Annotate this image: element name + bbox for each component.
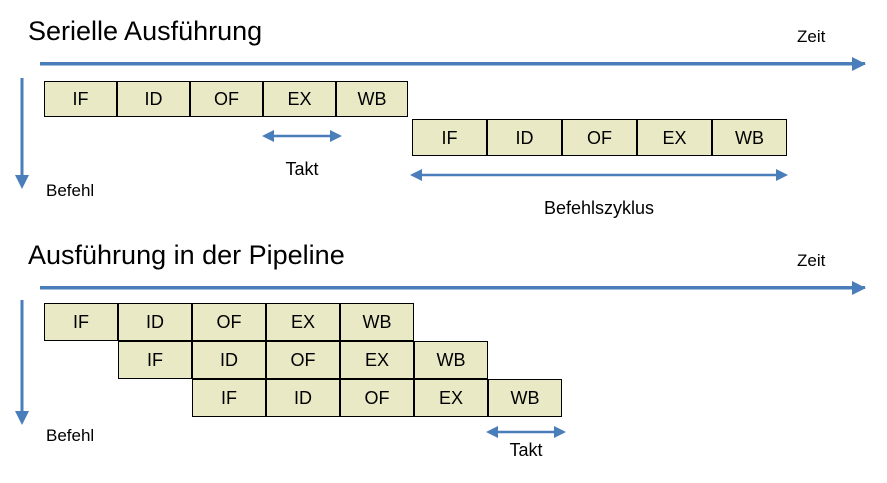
stage-cell: EX <box>414 379 488 417</box>
serial-instruction-axis-label: Befehl <box>46 181 95 200</box>
stage-cell: IF <box>192 379 266 417</box>
stage-cell: IF <box>44 303 118 341</box>
stage-cell: OF <box>562 119 637 156</box>
pipeline-time-axis-label: Zeit <box>797 251 826 270</box>
pipeline-section-title: Ausführung in der Pipeline <box>28 240 345 270</box>
serial-section-title: Serielle Ausführung <box>28 16 263 46</box>
stage-cell: WB <box>488 379 562 417</box>
serial-befehlszyklus-label: Befehlszyklus <box>543 198 655 218</box>
stage-cell: EX <box>340 341 414 379</box>
stage-cell: EX <box>266 303 340 341</box>
stage-cell: OF <box>340 379 414 417</box>
stage-cell: WB <box>712 119 787 156</box>
stage-cell: OF <box>190 81 263 117</box>
stage-cell: OF <box>192 303 266 341</box>
stage-cell: IF <box>44 81 117 117</box>
stage-cell: ID <box>487 119 562 156</box>
stage-cell: ID <box>192 341 266 379</box>
serial-instruction-arrow-icon <box>15 78 29 189</box>
stage-cell: EX <box>637 119 712 156</box>
serial-takt-label: Takt <box>285 159 319 179</box>
stage-cell: WB <box>340 303 414 341</box>
stage-cell: ID <box>118 303 192 341</box>
stage-cell: ID <box>117 81 190 117</box>
stage-cell: ID <box>266 379 340 417</box>
pipeline-time-arrow-icon <box>40 281 866 295</box>
stage-cell: EX <box>263 81 336 117</box>
stage-cell: WB <box>336 81 408 117</box>
stage-cell: OF <box>266 341 340 379</box>
stage-cell: IF <box>412 119 487 156</box>
stage-cell: IF <box>118 341 192 379</box>
pipeline-instruction-arrow-icon <box>15 300 29 425</box>
stage-cell: WB <box>414 341 488 379</box>
pipeline-instruction-axis-label: Befehl <box>46 426 95 445</box>
serial-time-axis-label: Zeit <box>797 27 826 46</box>
serial-time-arrow-icon <box>40 57 866 71</box>
pipeline-takt-label: Takt <box>509 440 543 460</box>
serial-takt-span-arrow-icon <box>262 130 342 142</box>
pipeline-takt-span-arrow-icon <box>486 426 566 438</box>
serial-befehlszyklus-span-arrow-icon <box>410 169 788 181</box>
